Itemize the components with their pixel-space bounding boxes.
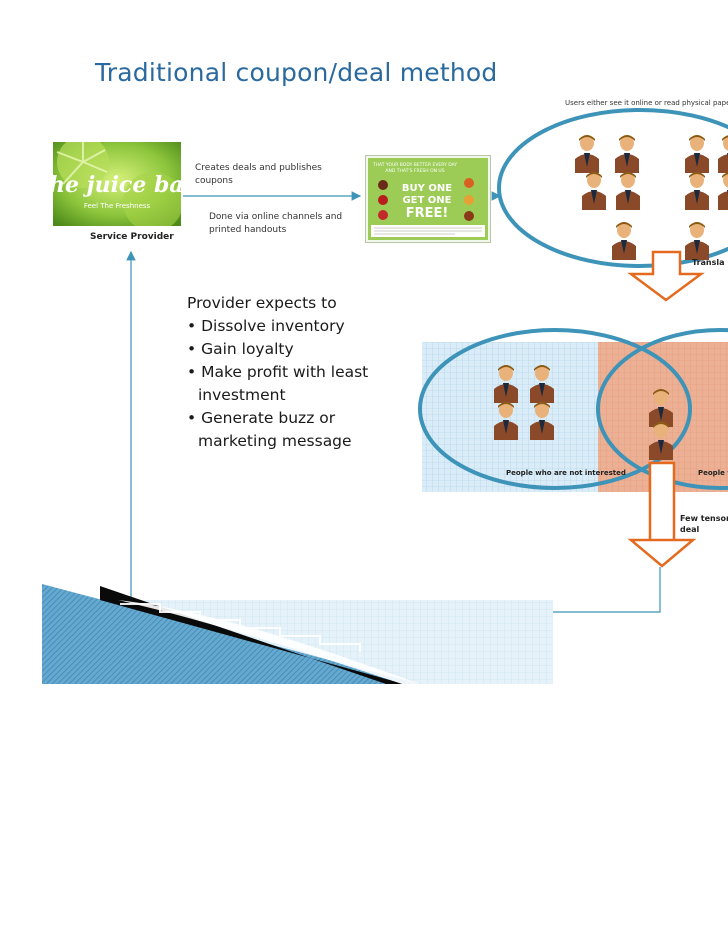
deal-label: deal xyxy=(680,525,700,534)
expectations-title: Provider expects to xyxy=(187,294,337,312)
coupon-image: THAT YOUR BODY BETTER EVERY DAY AND THAT… xyxy=(365,155,491,243)
person-icon xyxy=(494,365,518,403)
provider-expectations: Provider expects to • Dissolve inventory… xyxy=(187,292,378,453)
coupon-line1: BUY ONE xyxy=(402,183,452,194)
person-icon xyxy=(649,389,673,427)
person-icon xyxy=(615,135,639,173)
person-icon xyxy=(582,172,606,210)
not-interested-ellipse xyxy=(418,328,692,490)
expectation-item: • Gain loyalty xyxy=(187,340,294,358)
coupon-line2: GET ONE xyxy=(402,195,451,206)
juice-bar-logo: the juice bar Feel The Freshness xyxy=(53,142,181,226)
person-icon xyxy=(685,135,709,173)
person-icon xyxy=(530,365,554,403)
not-interested-label: People who are not interested xyxy=(506,469,626,477)
few-deal-arrow xyxy=(627,461,697,568)
translates-label: Transla xyxy=(692,258,725,267)
service-provider-label: Service Provider xyxy=(90,232,174,242)
users-see-text: Users either see it online or read physi… xyxy=(565,99,728,107)
person-icon xyxy=(612,222,636,260)
person-icon xyxy=(685,222,709,260)
expectation-item: • Dissolve inventory xyxy=(187,317,345,335)
page-title: Traditional coupon/deal method xyxy=(95,58,498,87)
person-icon xyxy=(575,135,599,173)
few-tensor-label: Few tensor xyxy=(680,514,728,523)
person-icon xyxy=(685,172,709,210)
translate-arrow xyxy=(627,250,705,302)
coupon-header: THAT YOUR BODY BETTER EVERY DAY xyxy=(372,162,458,168)
creates-deals-text: Creates deals and publishes coupons xyxy=(195,163,322,186)
person-icon xyxy=(616,172,640,210)
expectation-item: • Make profit with least investment xyxy=(187,363,369,404)
person-icon xyxy=(494,402,518,440)
person-icon xyxy=(649,422,673,460)
logo-text: the juice bar xyxy=(53,172,181,198)
coupon-header2: AND THAT'S FRESH ON US xyxy=(385,168,444,174)
person-icon xyxy=(530,402,554,440)
interested-ellipse xyxy=(596,328,728,490)
coupon-line3: FREE! xyxy=(406,206,449,221)
channels-text: Done via online channels and printed han… xyxy=(209,212,343,235)
expectation-item: • Generate buzz or marketing message xyxy=(187,409,352,450)
interested-label: People w xyxy=(698,469,728,477)
person-icon xyxy=(718,172,728,210)
person-icon xyxy=(718,135,728,173)
logo-tagline: Feel The Freshness xyxy=(84,202,151,210)
users-ellipse xyxy=(497,108,728,268)
